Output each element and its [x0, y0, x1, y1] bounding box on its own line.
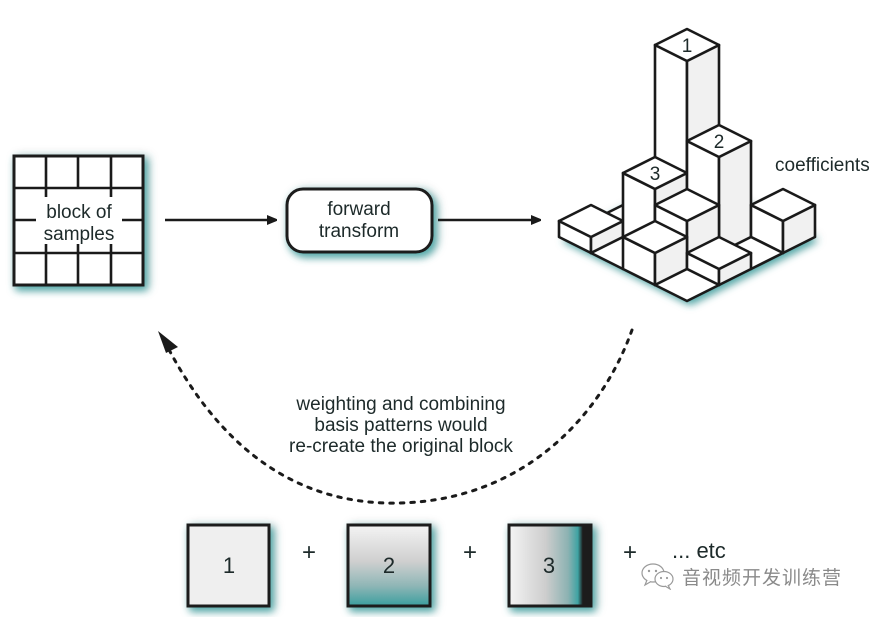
- sample-block-label-line1: block of: [46, 202, 112, 223]
- coefficient-bar-top: [621, 155, 689, 191]
- coefficients-label: coefficients: [775, 155, 870, 176]
- forward-transform-box: forward transform: [285, 187, 434, 254]
- coefficient-bar-top: [621, 219, 689, 255]
- basis-pattern-3: 3: [507, 523, 593, 608]
- coefficient-bar-right-face: [717, 139, 753, 255]
- coefficient-marker-3: 3: [650, 164, 661, 185]
- feedback-label-line1: weighting and combining: [295, 394, 505, 415]
- basis-pattern-2: 2: [346, 523, 432, 608]
- feedback-arc: [163, 328, 634, 505]
- coefficient-bars: 1 2 3: [557, 27, 817, 303]
- basis-pattern-3-label: 3: [543, 553, 555, 578]
- basis-pattern-2-label: 2: [383, 553, 395, 578]
- plus-sign-2: +: [463, 539, 477, 566]
- coefficient-bar-top: [685, 235, 753, 271]
- watermark: 音视频开发训练营: [640, 562, 842, 590]
- feedback-label-line2: basis patterns would: [314, 415, 487, 436]
- forward-transform-label-line2: transform: [319, 221, 399, 242]
- plus-sign-1: +: [302, 539, 316, 566]
- plus-sign-3: +: [623, 539, 637, 566]
- coefficient-bar-top: [653, 27, 721, 63]
- wechat-icon: [641, 563, 674, 590]
- coefficient-bar-top: [685, 123, 753, 159]
- sample-block: block of samples: [12, 154, 145, 287]
- coefficient-bar-top: [749, 187, 817, 223]
- etc-label: ... etc: [672, 538, 726, 563]
- coefficient-floor-cell: [653, 267, 721, 303]
- forward-transform-frame: [285, 187, 434, 254]
- feedback-label-line3: re-create the original block: [289, 436, 513, 457]
- coefficient-marker-2: 2: [714, 132, 725, 153]
- basis-pattern-1: 1: [186, 523, 271, 608]
- sample-block-label-line2: samples: [44, 224, 115, 245]
- feedback-arrowhead: [158, 331, 178, 353]
- coefficient-bar-top: [557, 203, 625, 239]
- coefficient-bar-top: [653, 187, 721, 223]
- coefficient-marker-1: 1: [682, 36, 693, 57]
- forward-transform-label-line1: forward: [327, 199, 390, 220]
- basis-pattern-1-label: 1: [223, 553, 235, 578]
- sample-block-gridlines: [14, 156, 143, 285]
- watermark-text: 音视频开发训练营: [682, 566, 843, 589]
